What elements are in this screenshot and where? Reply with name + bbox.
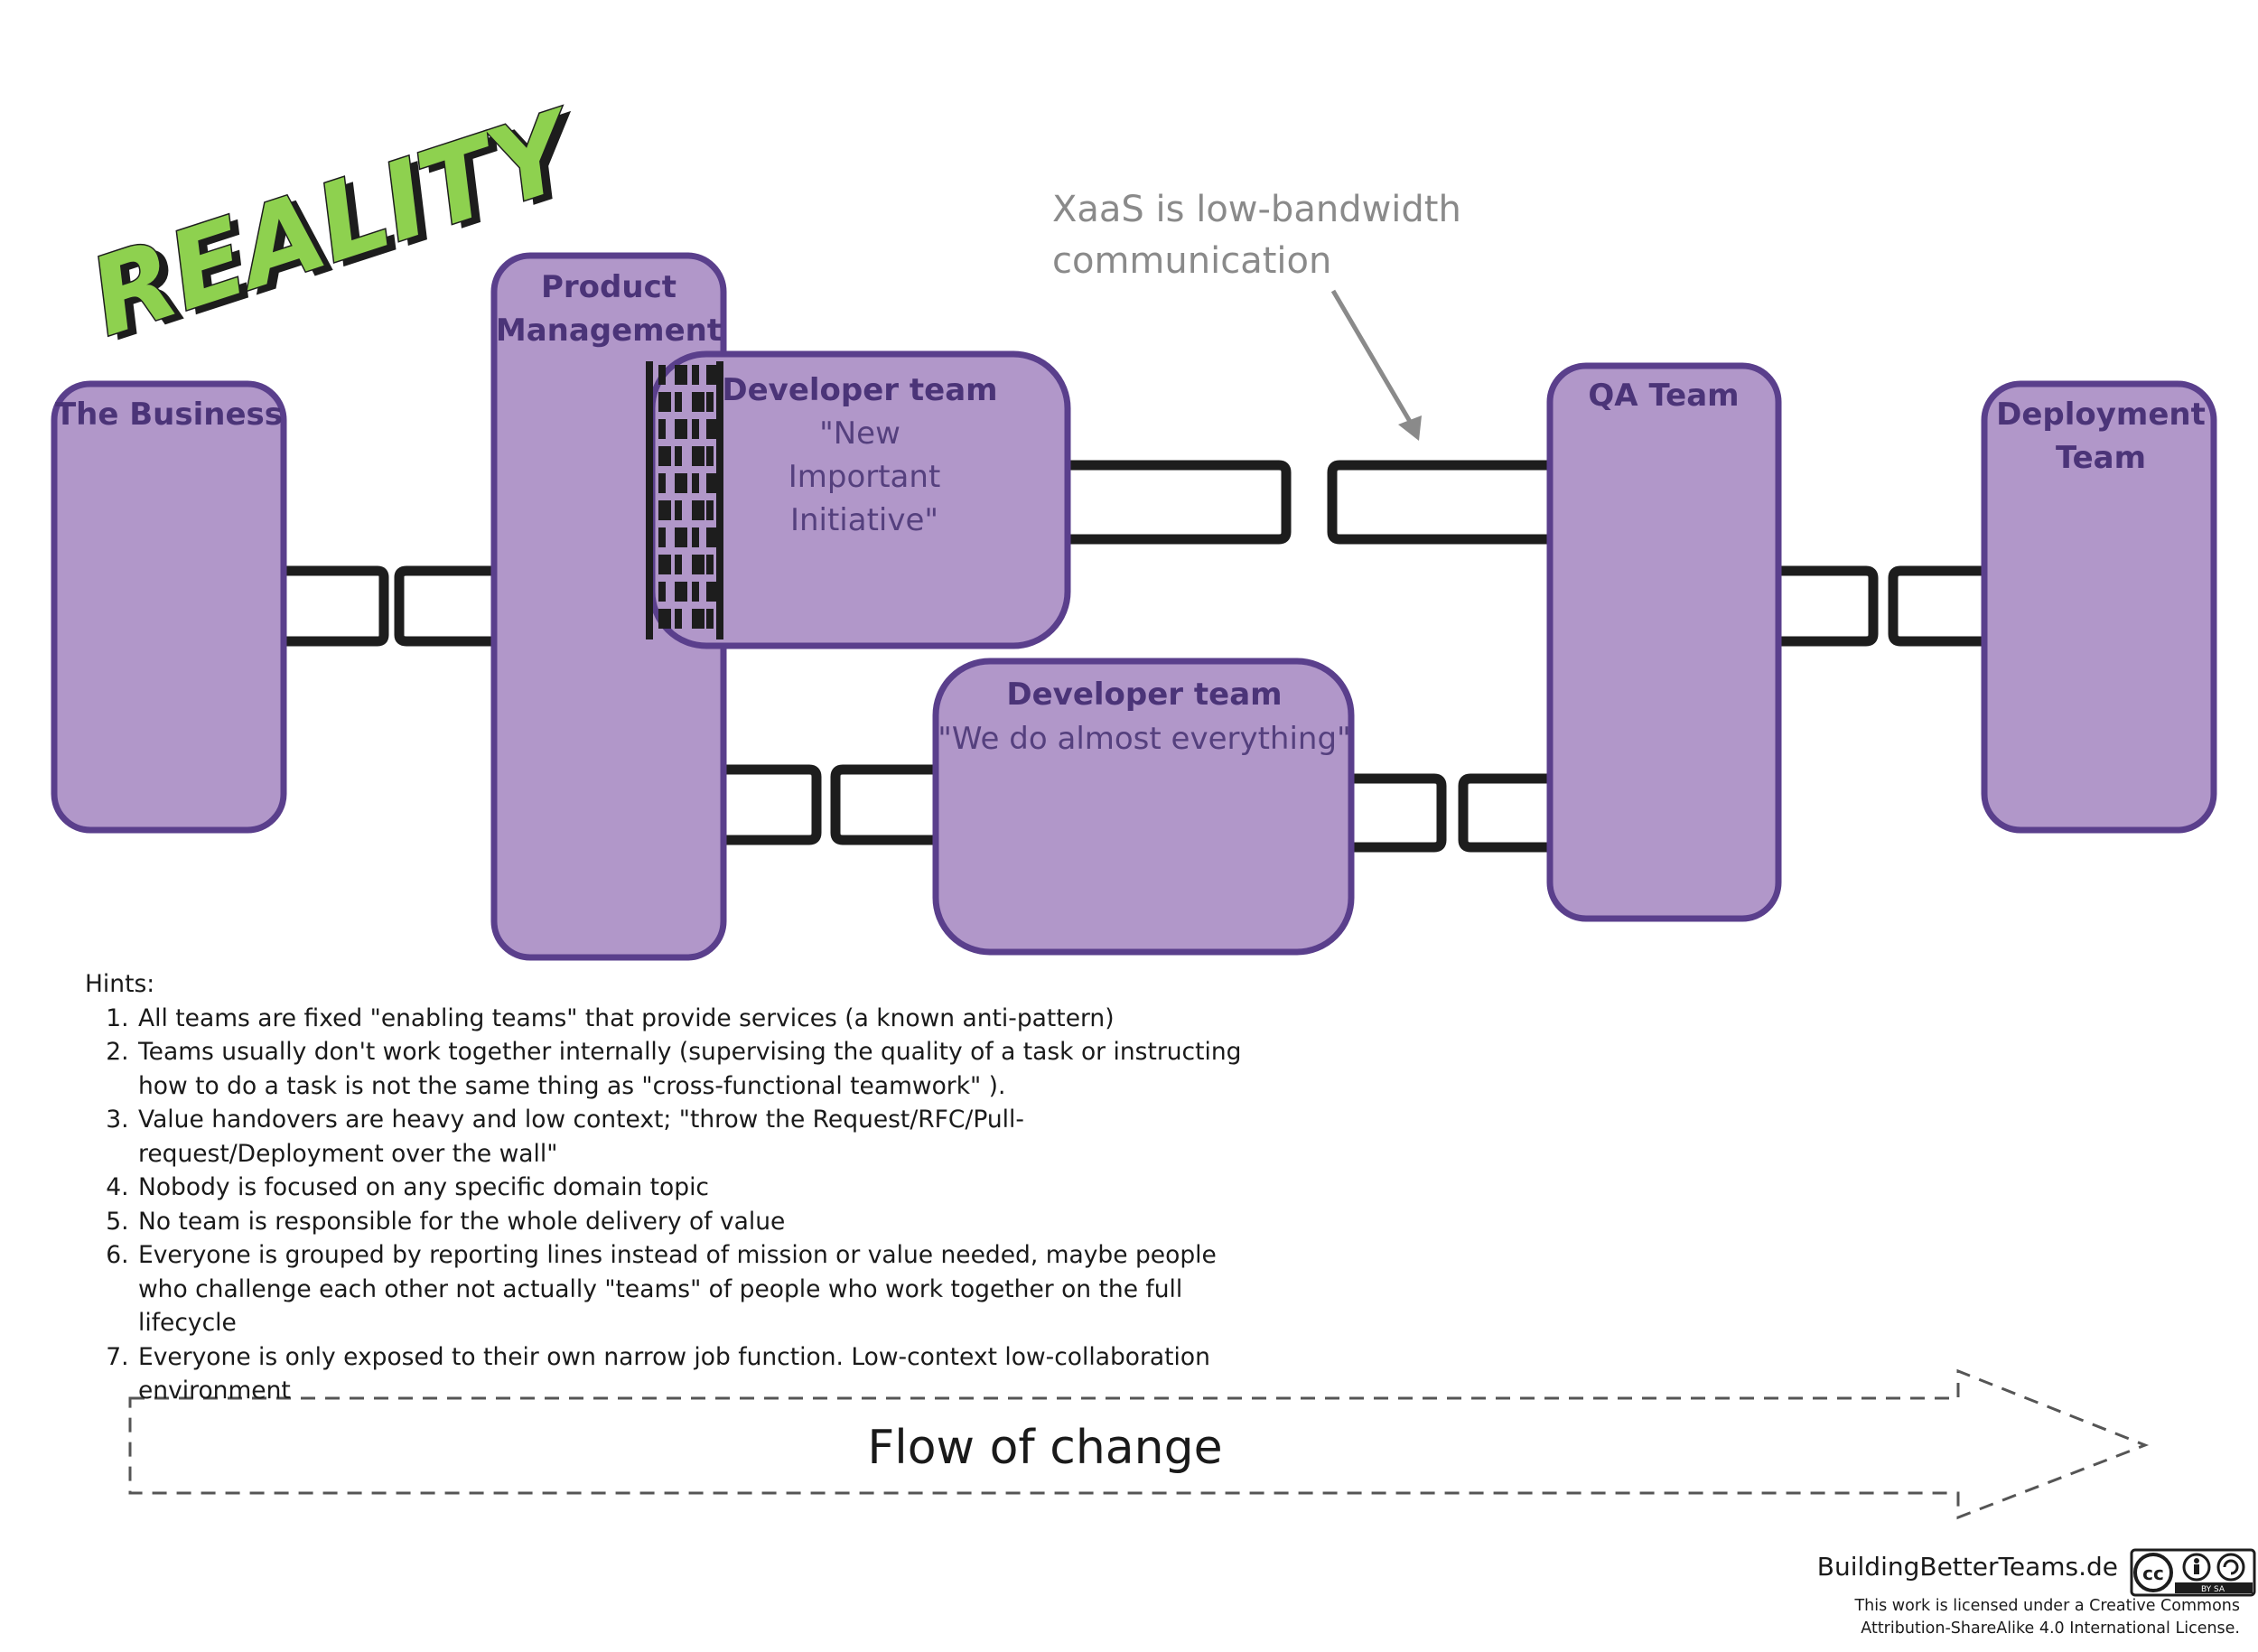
- license-line2[interactable]: Attribution-ShareAlike 4.0 International…: [1861, 1619, 2240, 1638]
- connector-qa-out: [1777, 565, 1879, 647]
- connector-qa-in-bottom: [1458, 773, 1555, 853]
- zipper-tooth: [706, 555, 714, 574]
- box-developer-team-everything: [932, 658, 1355, 956]
- cc-icon: [2133, 1553, 2173, 1592]
- sa-icon: [2216, 1553, 2245, 1582]
- hint-item: Teams usually don't work together intern…: [136, 1035, 1259, 1103]
- svg-text:BY SA: BY SA: [2201, 1585, 2225, 1594]
- devall-sub: "We do almost everything": [938, 721, 1350, 757]
- zipper-tooth: [706, 365, 719, 385]
- zipper-tooth: [675, 419, 687, 439]
- connectors: [282, 460, 1985, 853]
- zipper-tooth: [658, 527, 666, 547]
- zipper-tooth: [658, 555, 671, 574]
- zipper-tooth: [658, 609, 671, 629]
- connector-devnew-out: [1066, 460, 1292, 545]
- zipper-tooth: [658, 500, 671, 520]
- zipper-tooth: [675, 392, 682, 412]
- zipper-tooth: [706, 446, 714, 466]
- zipper-tooth: [706, 609, 714, 629]
- hint-item: Everyone is grouped by reporting lines i…: [136, 1238, 1259, 1340]
- license-text: This work is licensed under a Creative C…: [1734, 1595, 2240, 1640]
- business-title: The Business: [55, 397, 283, 433]
- deploy-title-line2: Team: [2056, 440, 2146, 476]
- zipper-tooth: [706, 419, 719, 439]
- zipper-tooth: [692, 582, 699, 602]
- zipper-tooth: [692, 609, 704, 629]
- deploy-title-line1: Deployment: [1996, 397, 2206, 433]
- flow-of-change-arrow: [128, 1368, 2150, 1520]
- zipper-tooth: [675, 527, 687, 547]
- zipper-tooth: [675, 473, 687, 493]
- cc-by-sa-badge: cc BY SA: [2130, 1548, 2256, 1597]
- flow-of-change-label: Flow of change: [867, 1421, 1222, 1475]
- annotation-line2: communication: [1052, 240, 1331, 282]
- devnew-sub-line3: Initiative": [790, 502, 938, 538]
- zipper-tooth: [706, 473, 719, 493]
- zipper-tooth: [658, 392, 671, 412]
- hints-section: Hints: All teams are fixed "enabling tea…: [85, 967, 1259, 1408]
- zipper-tooth: [675, 609, 682, 629]
- qa-title: QA Team: [1588, 378, 1739, 414]
- connector-product-out: [723, 764, 822, 845]
- zipper-tooth: [692, 500, 704, 520]
- devnew-title: Developer team: [722, 372, 997, 408]
- zipper-tooth: [675, 365, 687, 385]
- zipper-tooth: [706, 527, 719, 547]
- product-title-line2: Management: [496, 313, 722, 349]
- zipper-tooth: [658, 419, 666, 439]
- hint-item: All teams are fixed "enabling teams" tha…: [136, 1002, 1259, 1036]
- zipper-tooth: [692, 446, 704, 466]
- hints-heading: Hints:: [85, 970, 155, 998]
- connector-business-out: [282, 565, 389, 647]
- devall-title: Developer team: [1006, 677, 1282, 713]
- zipper-tooth: [675, 446, 682, 466]
- zipper-tooth: [675, 582, 687, 602]
- zipper-tooth: [675, 500, 682, 520]
- connector-deploy-in: [1888, 565, 1985, 647]
- zipper-tooth: [706, 582, 719, 602]
- zipper-tooth: [692, 555, 704, 574]
- brand-link[interactable]: BuildingBetterTeams.de: [1816, 1552, 2118, 1582]
- zipper-tooth: [692, 473, 699, 493]
- connector-devall-out: [1350, 773, 1447, 853]
- zipper-tooth: [675, 555, 682, 574]
- zipper-tooth: [692, 419, 699, 439]
- box-deployment-team: [1981, 380, 2217, 834]
- coupling-zipper: [646, 361, 723, 639]
- zipper-tooth: [706, 392, 714, 412]
- product-title-line1: Product: [541, 269, 676, 305]
- devnew-sub-line1: "New: [819, 415, 900, 452]
- connector-devall-in: [830, 764, 937, 845]
- annotation-arrow: [1330, 289, 1422, 441]
- hint-item: Everyone is only exposed to their own na…: [136, 1340, 1259, 1408]
- hint-item: Value handovers are heavy and low contex…: [136, 1103, 1259, 1171]
- license-line1[interactable]: This work is licensed under a Creative C…: [1854, 1597, 2240, 1615]
- zipper-tooth: [658, 365, 666, 385]
- box-qa-team: [1546, 362, 1782, 922]
- hint-item: Nobody is focused on any specific domain…: [136, 1171, 1259, 1205]
- hints-list: All teams are fixed "enabling teams" tha…: [85, 1002, 1259, 1408]
- zipper-tooth: [658, 446, 671, 466]
- box-the-business: [51, 380, 287, 834]
- zipper-tooth: [706, 500, 714, 520]
- zipper-tooth: [692, 365, 699, 385]
- svg-text:cc: cc: [2142, 1563, 2164, 1584]
- connector-product-in: [394, 565, 495, 647]
- footer-brand: BuildingBetterTeams.de: [1817, 1552, 2118, 1582]
- hint-item: No team is responsible for the whole del…: [136, 1205, 1259, 1239]
- connector-qa-in-top: [1327, 460, 1552, 545]
- zipper-tooth: [658, 582, 666, 602]
- devnew-sub-line2: Important: [788, 459, 941, 495]
- annotation-line1: XaaS is low-bandwidth: [1052, 189, 1461, 230]
- zipper-tooth: [692, 527, 699, 547]
- zipper-tooth: [658, 473, 666, 493]
- zipper-tooth: [692, 392, 704, 412]
